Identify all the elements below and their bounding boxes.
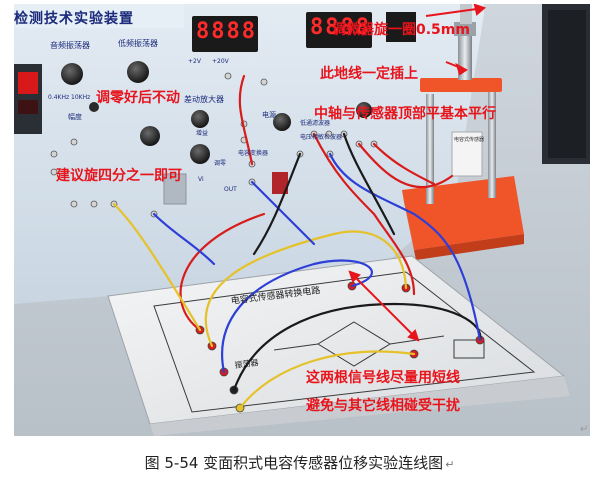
out-label: OUT xyxy=(224,186,237,193)
voltmeter-display-1: 8888 xyxy=(196,19,257,44)
ch2-label: +20V xyxy=(212,58,229,65)
note-micrometer: 调微器旋一圈0.5mm xyxy=(332,22,470,38)
cap-label: 电容变换器 xyxy=(238,150,269,157)
ps-label: 电源 xyxy=(262,111,276,119)
amp-label: 差动放大器 xyxy=(184,95,224,104)
lpf-label: 低通滤波器 xyxy=(300,120,331,127)
sensor-label: 电容式传感器 xyxy=(454,137,485,143)
gain-label: 增益 xyxy=(196,130,209,137)
freq-range-label: 0.4KHz 10KHz xyxy=(48,94,91,101)
voltmeter-display-2: 8888 xyxy=(310,15,371,40)
note-zero: 调零好后不动 xyxy=(96,90,180,106)
figure-caption: 图 5-54 变面积式电容传感器位移实验连线图↵ xyxy=(0,452,599,473)
audio-osc-label: 音频振荡器 xyxy=(50,41,90,50)
note-parallel: 中轴与传感器顶部平基本平行 xyxy=(314,106,496,122)
panel-title: 检测技术实验装置 xyxy=(14,11,134,27)
note-ground: 此地线一定插上 xyxy=(320,66,418,82)
caption-text: 图 5-54 变面积式电容传感器位移实验连线图 xyxy=(144,454,444,472)
text-bracket-mark: ↵ xyxy=(580,424,589,435)
experiment-photo xyxy=(14,4,590,436)
amplitude-label: 幅度 xyxy=(68,113,82,121)
note-signal-2: 避免与其它线相碰受干扰 xyxy=(306,398,460,414)
diff-label: 电压相敏检波器 xyxy=(300,134,343,141)
zero-label: 调零 xyxy=(214,160,227,167)
ch1-label: +2V xyxy=(188,58,201,65)
low-osc-label: 低频振荡器 xyxy=(118,39,158,48)
caption-return-mark: ↵ xyxy=(445,458,455,471)
note-signal-1: 这两根信号线尽量用短线 xyxy=(306,370,460,386)
note-quarter: 建议旋四分之一即可 xyxy=(56,168,182,184)
vin-label: Vi xyxy=(198,176,204,183)
